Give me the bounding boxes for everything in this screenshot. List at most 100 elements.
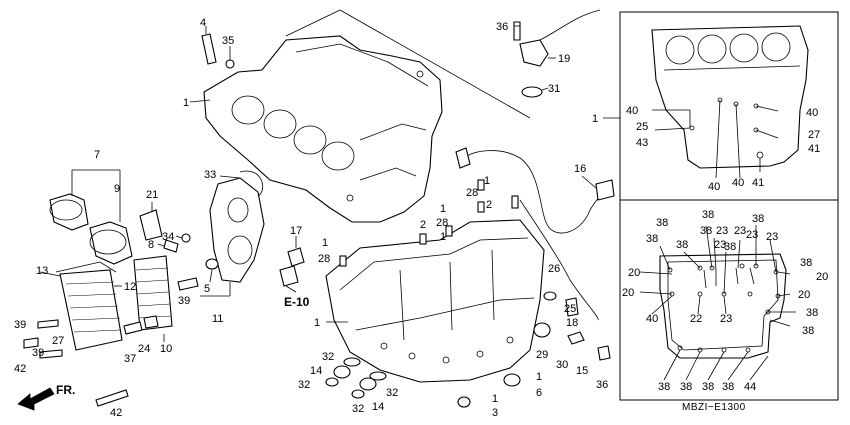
upper-crankcase-top-view bbox=[651, 25, 809, 179]
inset-label-22: 22 bbox=[690, 313, 702, 325]
inset-label-38: 38 bbox=[700, 225, 712, 237]
label-2: 2 bbox=[486, 199, 492, 211]
label-26: 26 bbox=[548, 263, 560, 275]
stud-bolt bbox=[201, 26, 235, 69]
label-32: 32 bbox=[352, 403, 364, 415]
inset-label-38: 38 bbox=[680, 381, 692, 393]
front-label: FR. bbox=[56, 383, 75, 397]
label-4: 4 bbox=[200, 17, 206, 29]
label-14: 14 bbox=[372, 401, 384, 413]
lower-case-fittings bbox=[533, 291, 611, 361]
label-7: 7 bbox=[94, 149, 100, 161]
label-18: 18 bbox=[566, 317, 578, 329]
inset-label-40: 40 bbox=[626, 105, 638, 117]
oil-pump-cover bbox=[200, 170, 265, 297]
label-1: 1 bbox=[440, 231, 446, 243]
sensor-assembly bbox=[513, 9, 601, 98]
label-1: 1 bbox=[183, 97, 189, 109]
label-13: 13 bbox=[36, 265, 48, 277]
inset-label-27: 27 bbox=[808, 129, 820, 141]
label-28: 28 bbox=[466, 187, 478, 199]
inset-label-44: 44 bbox=[744, 381, 756, 393]
label-27: 27 bbox=[52, 335, 64, 347]
inset-label-38: 38 bbox=[752, 213, 764, 225]
label-12: 12 bbox=[124, 281, 136, 293]
label-42: 42 bbox=[14, 363, 26, 375]
pressure-switch bbox=[287, 236, 305, 267]
inset-label-38: 38 bbox=[702, 381, 714, 393]
label-34: 34 bbox=[162, 231, 174, 243]
inset-label-40: 40 bbox=[708, 181, 720, 193]
inset-label-38: 38 bbox=[722, 381, 734, 393]
inset-label-38: 38 bbox=[702, 209, 714, 221]
label-33: 33 bbox=[204, 169, 216, 181]
label-24: 24 bbox=[138, 343, 150, 355]
inset-leaders bbox=[651, 237, 769, 381]
e10-label: E-10 bbox=[284, 295, 310, 309]
detail-inset-frame bbox=[603, 11, 839, 401]
label-1: 1 bbox=[440, 203, 446, 215]
inset-label-38: 38 bbox=[802, 325, 814, 337]
label-31: 31 bbox=[548, 83, 560, 95]
label-30: 30 bbox=[556, 359, 568, 371]
inset-label-23: 23 bbox=[746, 229, 758, 241]
label-14: 14 bbox=[310, 365, 322, 377]
inset-label-38: 38 bbox=[724, 241, 736, 253]
label-39: 39 bbox=[32, 347, 44, 359]
label-2: 2 bbox=[420, 219, 426, 231]
label-11: 11 bbox=[212, 313, 223, 325]
inset-label-23: 23 bbox=[716, 225, 728, 237]
oil-pipe bbox=[139, 202, 163, 241]
label-5: 5 bbox=[204, 283, 210, 295]
label-9: 9 bbox=[114, 183, 120, 195]
label-39: 39 bbox=[14, 319, 26, 331]
inset-label-20: 20 bbox=[622, 287, 634, 299]
callout-labels: 1 4 35 36 19 31 7 9 21 33 34 8 17 13 12 … bbox=[14, 17, 828, 419]
inset-label-23: 23 bbox=[714, 239, 726, 251]
inset-label-41: 41 bbox=[752, 177, 764, 189]
lower-crankcase bbox=[325, 219, 545, 383]
label-35: 35 bbox=[222, 35, 234, 47]
bolts-left bbox=[23, 277, 199, 407]
plugs-and-orings bbox=[325, 357, 521, 408]
oil-filter bbox=[49, 169, 133, 265]
inset-label-43: 43 bbox=[636, 137, 648, 149]
e10-reference bbox=[279, 265, 299, 293]
inset-label-38: 38 bbox=[676, 239, 688, 251]
label-15: 15 bbox=[576, 365, 588, 377]
label-17: 17 bbox=[290, 225, 302, 237]
diagram-code: MBZI−E1300 bbox=[682, 402, 746, 413]
inset-label-38: 38 bbox=[656, 217, 668, 229]
label-6: 6 bbox=[536, 387, 542, 399]
lower-crankcase-sealant-view bbox=[639, 225, 796, 359]
label-1: 1 bbox=[492, 393, 498, 405]
label-16: 16 bbox=[574, 163, 586, 175]
label-1: 1 bbox=[322, 237, 328, 249]
inset-label-38: 38 bbox=[806, 307, 818, 319]
label-10: 10 bbox=[160, 343, 172, 355]
inset-label-20: 20 bbox=[798, 289, 810, 301]
inset-label-23: 23 bbox=[720, 313, 732, 325]
label-32: 32 bbox=[298, 379, 310, 391]
label-3: 3 bbox=[492, 407, 498, 419]
label-1: 1 bbox=[536, 371, 542, 383]
label-19: 19 bbox=[558, 53, 570, 65]
inset-label-23: 23 bbox=[766, 231, 778, 243]
inset-label-20: 20 bbox=[816, 271, 828, 283]
inset-label-20: 20 bbox=[628, 267, 640, 279]
label-21: 21 bbox=[146, 189, 158, 201]
label-28: 28 bbox=[436, 217, 448, 229]
label-39: 39 bbox=[178, 295, 190, 307]
label-37: 37 bbox=[124, 353, 136, 365]
label-25: 25 bbox=[564, 303, 576, 315]
front-arrow-icon bbox=[17, 387, 55, 411]
dowel-pins bbox=[339, 179, 519, 267]
inset-label-38: 38 bbox=[658, 381, 670, 393]
upper-crankcase bbox=[189, 9, 531, 223]
small-fittings bbox=[157, 233, 219, 283]
label-32: 32 bbox=[322, 351, 334, 363]
label-36: 36 bbox=[496, 21, 508, 33]
inset-label-40: 40 bbox=[806, 107, 818, 119]
label-42: 42 bbox=[110, 407, 122, 419]
